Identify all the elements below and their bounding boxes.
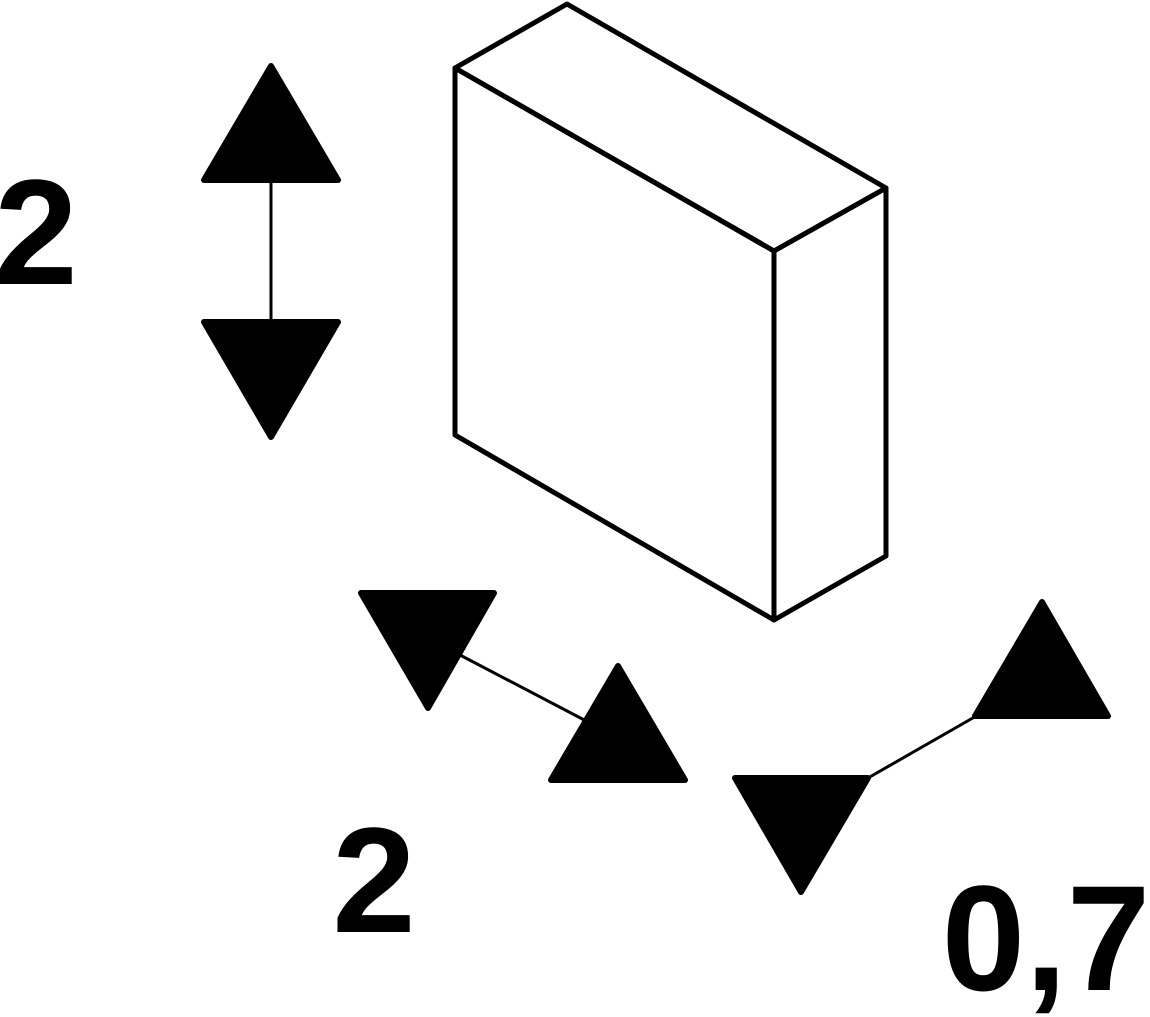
isometric-box xyxy=(452,1,889,623)
depth-arrowhead-left xyxy=(732,775,871,895)
width-dimension-arrow xyxy=(358,590,688,783)
box-front-face xyxy=(452,65,777,623)
box-top-face xyxy=(452,1,889,254)
height-dimension-arrow xyxy=(201,63,341,440)
width-dimension-line xyxy=(459,653,591,725)
depth-dimension-line xyxy=(867,713,979,780)
depth-label: 0,7 xyxy=(942,854,1150,1017)
height-arrowhead-up xyxy=(201,63,341,183)
width-arrowhead-left xyxy=(358,590,497,711)
box-side-face xyxy=(771,185,889,623)
width-label: 2 xyxy=(332,796,415,964)
height-label: 2 xyxy=(0,148,78,316)
depth-arrowhead-right xyxy=(972,599,1111,719)
width-arrowhead-right xyxy=(548,663,688,783)
depth-dimension-arrow xyxy=(732,599,1111,895)
height-arrowhead-down xyxy=(201,319,341,440)
